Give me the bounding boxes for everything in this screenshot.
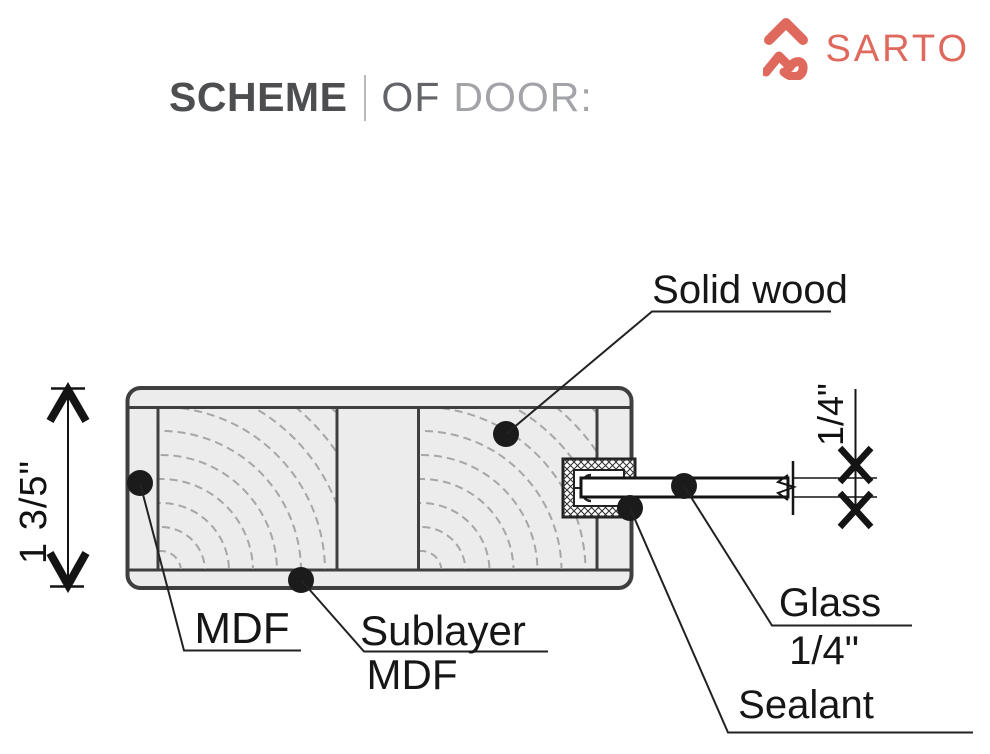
- dimension-door-thickness: 1 3/5": [13, 382, 90, 594]
- door-dim-arrow-down: [46, 551, 90, 594]
- leader-sealant: [629, 507, 973, 734]
- label-mdf: MDF: [194, 604, 289, 653]
- door-dim-value: 1 3/5": [13, 460, 55, 564]
- leader-sublayer: [300, 579, 548, 653]
- glass-break-symbol: [775, 461, 798, 515]
- label-sublayer-line2: MDF: [367, 651, 458, 698]
- label-glass-line2: 1/4": [789, 629, 859, 673]
- page-title: SCHEME OF DOOR:: [169, 74, 593, 121]
- title-separator: [364, 74, 367, 121]
- sarto-logo-icon: [763, 18, 809, 80]
- dimension-glass-thickness: 1/4": [793, 383, 877, 530]
- leader-solid-wood: [505, 310, 831, 435]
- label-sublayer-line1: Sublayer: [360, 607, 526, 654]
- logo-chevron-icon: [764, 18, 809, 45]
- label-solid-wood: Solid wood: [652, 268, 848, 312]
- wood-grain-panel-left: [159, 409, 336, 569]
- label-glass-line1: Glass: [779, 581, 881, 625]
- glass-dim-value: 1/4": [810, 383, 851, 446]
- glass-dim-arrow-top: [837, 445, 874, 485]
- brand-logo: SARTO: [763, 18, 970, 80]
- leader-mdf: [139, 482, 301, 652]
- label-sealant: Sealant: [738, 683, 874, 727]
- glass-dim-arrow-bottom: [837, 490, 874, 530]
- page-title-door: DOOR:: [453, 74, 593, 120]
- page-title-of: OF: [381, 74, 441, 120]
- logo-wave-icon: [763, 51, 808, 80]
- door-dim-arrow-up: [46, 382, 90, 424]
- page-title-primary: SCHEME: [169, 74, 348, 120]
- brand-name: SARTO: [825, 27, 970, 70]
- wood-grain-panel-right: [420, 409, 596, 569]
- leader-glass: [683, 485, 912, 627]
